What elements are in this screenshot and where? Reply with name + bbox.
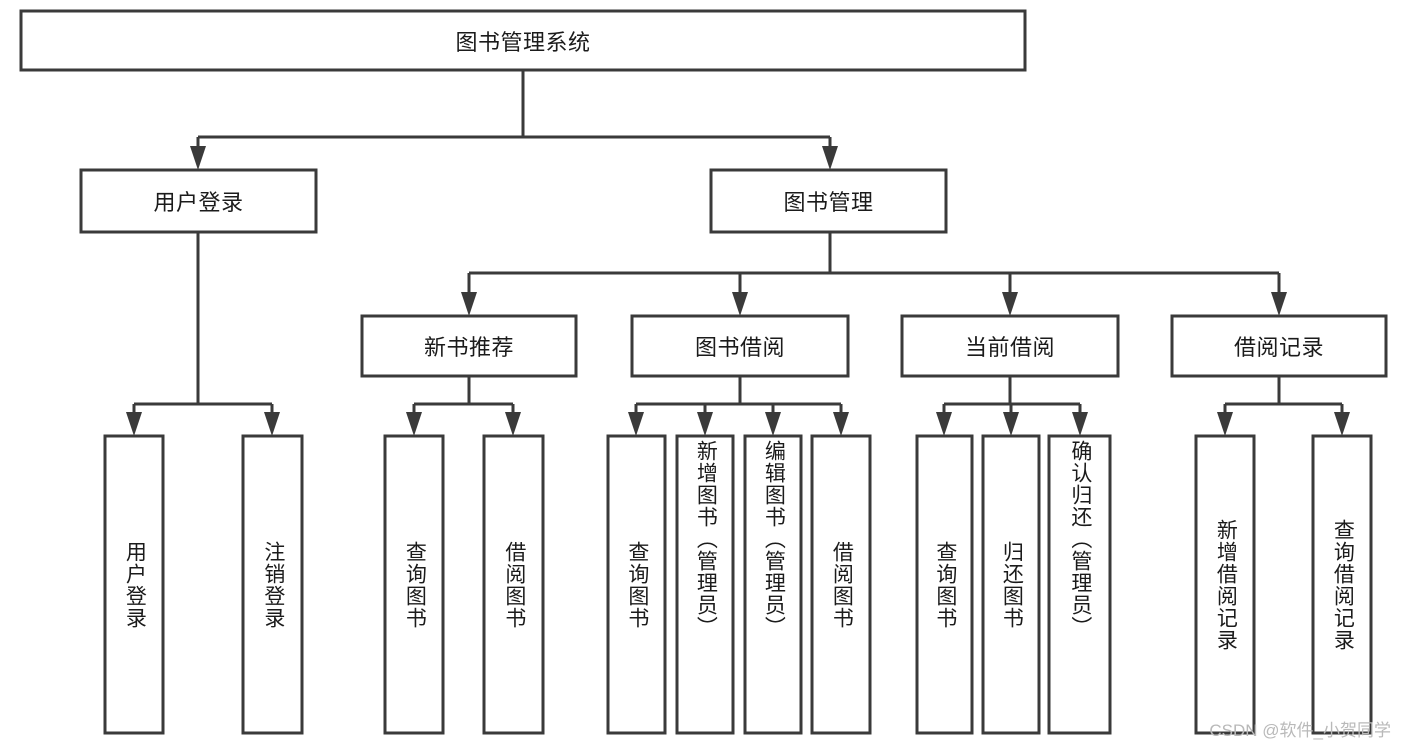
arrowhead-new-book-rec (461, 292, 477, 316)
connector-group-new-book-rec (406, 376, 521, 436)
node-box-current-borrow[interactable] (900, 314, 1120, 378)
connector-group-book-borrow (628, 376, 849, 436)
connector-group-borrow-record (1217, 376, 1350, 436)
leaf-box-query-book-cb[interactable] (915, 434, 974, 735)
connector-group-current-borrow (936, 376, 1088, 436)
arrowhead-br-add-record (1217, 412, 1233, 436)
connector-group-root (190, 70, 838, 170)
node-box-book-borrow[interactable] (630, 314, 850, 378)
leaf-box-query-book-bb[interactable] (606, 434, 667, 735)
node-box-root[interactable] (19, 9, 1027, 72)
leaf-box-user-login[interactable] (103, 434, 165, 735)
arrowhead-leaf-logout (264, 412, 280, 436)
connector-group-book-mgmt (461, 232, 1287, 316)
leaf-box-borrow-book-nbr[interactable] (482, 434, 545, 735)
leaf-box-logout[interactable] (241, 434, 304, 735)
arrowhead-nbr-query-book (406, 412, 422, 436)
leaf-box-edit-book-admin[interactable] (743, 434, 803, 735)
leaf-box-return-book[interactable] (981, 434, 1041, 735)
connector-group-user-login (126, 232, 280, 436)
arrowhead-cb-confirm-return (1072, 412, 1088, 436)
arrowhead-borrow-record (1271, 292, 1287, 316)
arrowhead-user-login (190, 146, 206, 170)
arrowhead-bb-borrow-book (833, 412, 849, 436)
arrowhead-bb-add-book (697, 412, 713, 436)
arrowhead-cb-query-book (936, 412, 952, 436)
arrowhead-book-mgmt (822, 146, 838, 170)
node-box-user-login[interactable] (79, 168, 318, 234)
leaf-box-borrow-book-bb[interactable] (810, 434, 872, 735)
arrowhead-br-query-record (1334, 412, 1350, 436)
arrowhead-leaf-user-login (126, 412, 142, 436)
arrowhead-current-borrow (1002, 292, 1018, 316)
arrowhead-bb-edit-book (765, 412, 781, 436)
leaf-box-add-book-admin[interactable] (675, 434, 735, 735)
leaf-box-query-borrow-record[interactable] (1311, 434, 1373, 735)
arrowhead-cb-return-book (1003, 412, 1019, 436)
leaf-box-confirm-return-admin[interactable] (1047, 434, 1112, 735)
arrowhead-nbr-borrow-book (505, 412, 521, 436)
node-box-new-book-recommend[interactable] (360, 314, 578, 378)
leaf-box-query-book-nbr[interactable] (383, 434, 445, 735)
node-box-book-management[interactable] (709, 168, 948, 234)
arrowhead-book-borrow (732, 292, 748, 316)
node-box-borrow-record[interactable] (1170, 314, 1388, 378)
leaf-box-add-borrow-record[interactable] (1194, 434, 1256, 735)
arrowhead-bb-query-book (628, 412, 644, 436)
